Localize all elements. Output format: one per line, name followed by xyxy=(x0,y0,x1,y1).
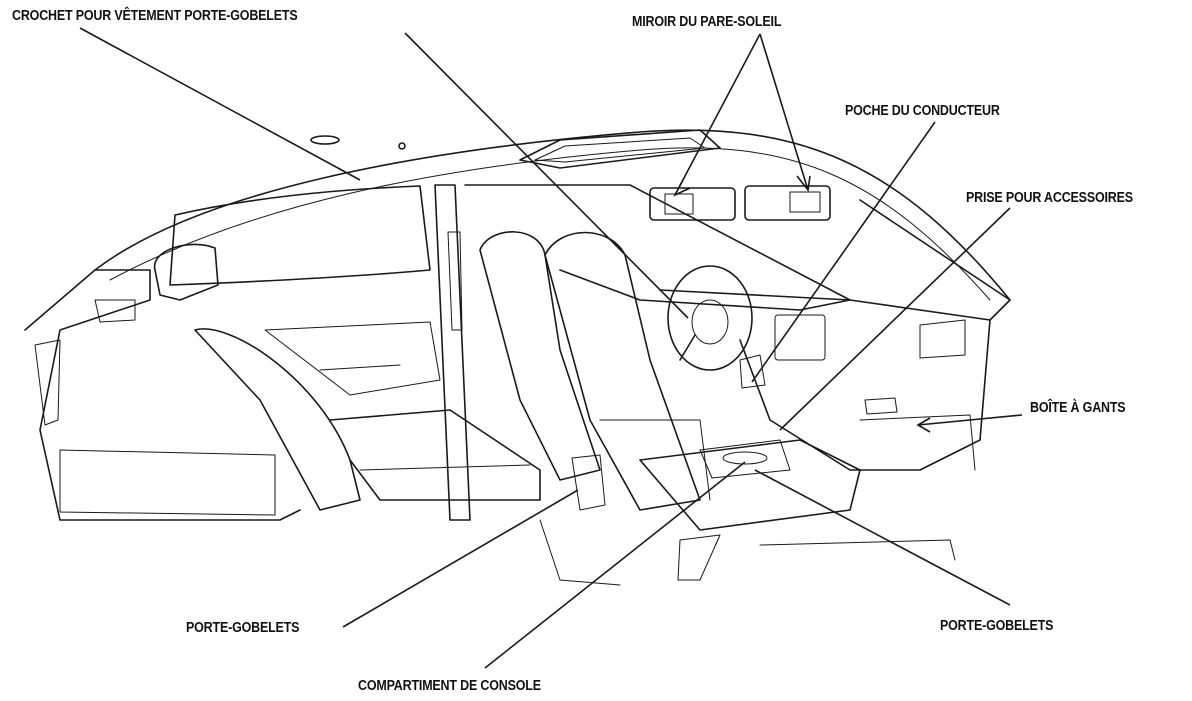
leader-cup-holder-rear xyxy=(342,489,579,628)
label-glove-box: BOÎTE À GANTS xyxy=(1030,400,1126,416)
leader-accessory-socket xyxy=(779,207,1011,431)
label-vanity-mirror: MIROIR DU PARE-SOLEIL xyxy=(632,14,782,30)
leader-mirror-left xyxy=(674,33,761,196)
label-console-compartment: COMPARTIMENT DE CONSOLE xyxy=(358,678,541,694)
leader-mirror-right xyxy=(759,33,809,191)
leader-mirror-left-arrow xyxy=(673,179,691,197)
leader-driver-pocket xyxy=(751,121,936,383)
leader-mirror-right-arrow xyxy=(796,175,811,192)
leader-coat-hook-cupholder xyxy=(404,32,689,319)
label-coat-hook: CROCHET POUR VÊTEMENT PORTE-GOBELETS xyxy=(12,8,298,24)
label-cup-holder-front: PORTE-GOBELETS xyxy=(940,618,1054,634)
leader-coat-hook xyxy=(79,27,361,181)
leader-glove-box-arrow xyxy=(916,417,931,433)
label-accessory-socket: PRISE POUR ACCESSOIRES xyxy=(966,190,1133,206)
label-cup-holder-rear: PORTE-GOBELETS xyxy=(186,620,300,636)
leader-console xyxy=(484,461,746,669)
leader-cup-holder-front xyxy=(754,469,1011,606)
label-driver-pocket: POCHE DU CONDUCTEUR xyxy=(845,103,1000,119)
leader-glove-box xyxy=(917,414,1023,426)
